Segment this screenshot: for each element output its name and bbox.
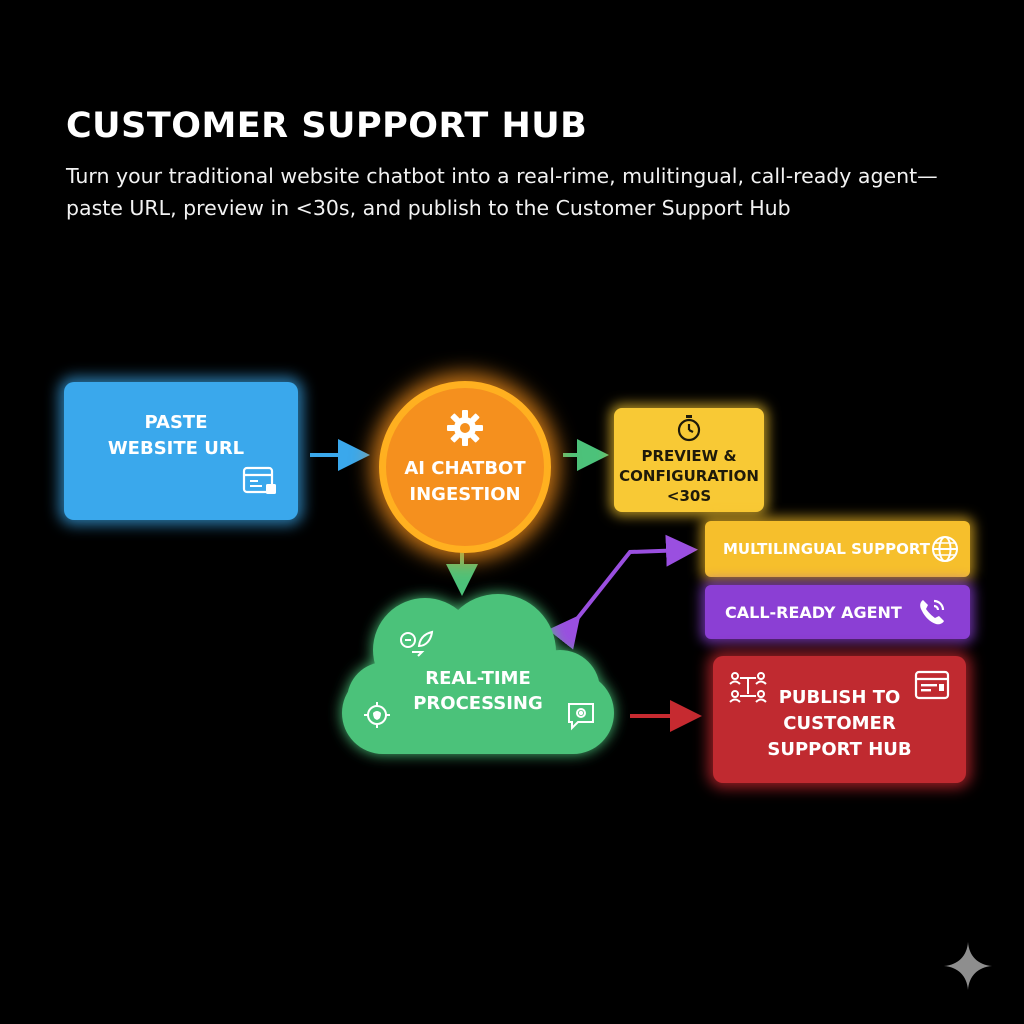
multilingual-support-label: MULTILINGUAL SUPPORT bbox=[723, 540, 930, 558]
sparkle-icon bbox=[942, 940, 994, 996]
phone-icon bbox=[916, 596, 948, 632]
ai-chatbot-ingestion-node: AI CHATBOT INGESTION bbox=[379, 381, 551, 553]
page-title: CUSTOMER SUPPORT HUB bbox=[66, 106, 588, 146]
arrow-bidirectional-processing-multilingual bbox=[548, 534, 698, 650]
chat-gear-icon bbox=[566, 701, 596, 735]
people-network-icon bbox=[727, 670, 771, 714]
page-subtitle: Turn your traditional website chatbot in… bbox=[66, 164, 938, 220]
multilingual-support-node: MULTILINGUAL SUPPORT bbox=[705, 521, 970, 577]
publish-to-hub-label: PUBLISH TO CUSTOMER SUPPORT HUB bbox=[767, 686, 912, 760]
brain-chip-icon bbox=[362, 700, 392, 734]
preview-configuration-label: PREVIEW & CONFIGURATION <30s bbox=[619, 447, 759, 505]
ai-chatbot-ingestion-label: AI CHATBOT INGESTION bbox=[404, 458, 526, 505]
publish-to-hub-node: PUBLISH TO CUSTOMER SUPPORT HUB bbox=[713, 656, 966, 783]
browser-window-icon bbox=[914, 670, 950, 708]
browser-window-icon bbox=[242, 466, 278, 504]
paste-website-url-label: PASTE WEBSITE URL bbox=[107, 412, 245, 459]
stopwatch-icon bbox=[675, 414, 703, 447]
paste-website-url-node: PASTE WEBSITE URL bbox=[64, 382, 298, 520]
call-ready-agent-label: CALL-READY AGENT bbox=[725, 602, 902, 622]
preview-configuration-node: PREVIEW & CONFIGURATION <30s bbox=[614, 408, 764, 512]
gear-icon bbox=[445, 408, 485, 456]
chat-leaf-icon bbox=[398, 628, 434, 662]
call-ready-agent-node: CALL-READY AGENT bbox=[705, 585, 970, 639]
globe-icon bbox=[930, 534, 960, 568]
real-time-processing-label: REAL-TIME PROCESSING bbox=[413, 668, 543, 714]
